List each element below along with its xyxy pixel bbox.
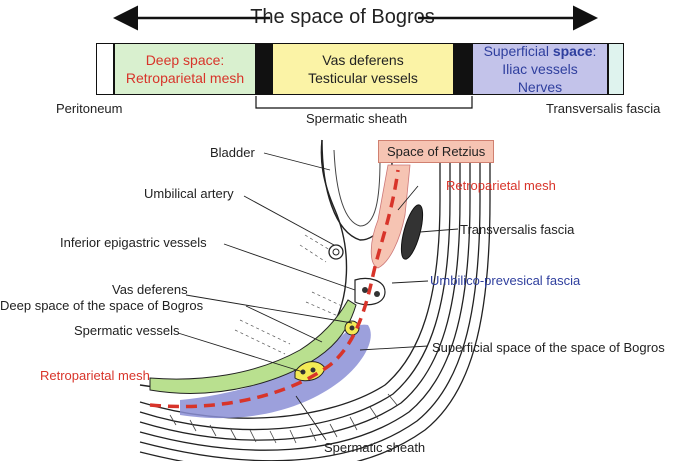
sheath-band-left	[256, 43, 272, 95]
deep-space-line1: Deep space:	[145, 52, 225, 68]
superficial-line2: Iliac vessels	[502, 61, 578, 77]
umbilico-prevesical-label: Umbilico-prevesical fascia	[430, 273, 581, 288]
superficial-line1: Superficial space:	[483, 43, 597, 59]
deep-space-line2: Retroparietal mesh	[125, 70, 245, 86]
transversalis-label: Transversalis fascia	[546, 101, 661, 116]
space-of-retzius	[370, 164, 411, 269]
vas-line2: Testicular vessels	[308, 70, 418, 86]
diagram-title: The space of Bogros	[250, 6, 435, 28]
retroparietal-mesh-line	[149, 169, 400, 409]
spermatic-vessels-label: Spermatic vessels	[74, 323, 180, 338]
deep-space-label: Deep space of the space of Bogros	[0, 298, 204, 313]
vas-deferens-label: Vas deferens	[112, 282, 188, 297]
retroparietal-mesh-left-label: Retroparietal mesh	[40, 368, 150, 383]
superficial-space-label: Superficial space of the space of Bogros	[432, 340, 665, 355]
peritoneum-label: Peritoneum	[56, 101, 123, 116]
deep-space-region	[149, 299, 357, 394]
superficial-space-region	[180, 324, 371, 419]
bladder-label: Bladder	[210, 145, 255, 160]
peritoneum-band	[96, 43, 114, 95]
umbilical-artery-label: Umbilical artery	[144, 186, 234, 201]
abdominal-wall-layers	[139, 140, 491, 461]
space-of-retzius-label: Space of Retzius	[378, 140, 495, 163]
retroparietal-mesh-top-label: Retroparietal mesh	[446, 178, 556, 193]
muscle-hatching	[169, 393, 398, 444]
superficial-line3: Nerves	[517, 79, 563, 95]
deep-space-band: Deep space: Retroparietal mesh	[114, 43, 256, 95]
inferior-epigastric-label: Inferior epigastric vessels	[60, 235, 207, 250]
transversalis-band	[608, 43, 624, 95]
sheath-band-right	[454, 43, 472, 95]
vas-line1: Vas deferens	[322, 52, 404, 68]
spermatic-sheath-bottom-label: Spermatic sheath	[324, 440, 426, 455]
transversalis-oval	[400, 204, 424, 260]
vas-space-band: Vas deferens Testicular vessels	[272, 43, 454, 95]
spermatic-sheath-label: Spermatic sheath	[306, 111, 408, 126]
transversalis-fascia-label: Transversalis fascia	[460, 222, 575, 237]
superficial-space-band: Superficial space: Iliac vessels Nerves	[472, 43, 608, 95]
